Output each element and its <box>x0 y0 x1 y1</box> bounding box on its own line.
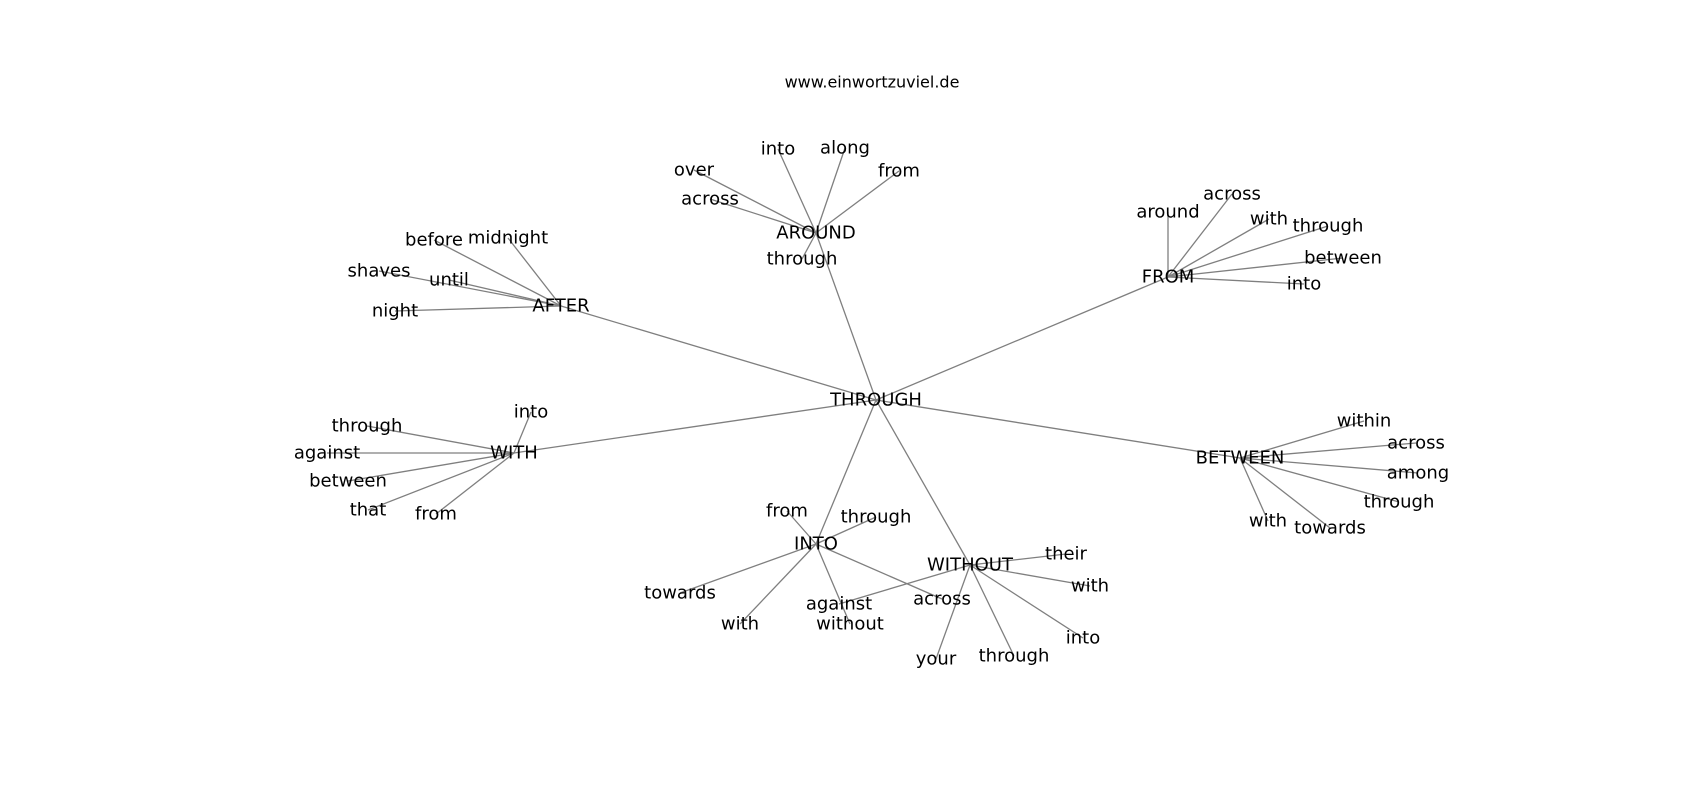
hub-node-with: WITH <box>490 443 538 464</box>
leaf-node-with-into: into <box>514 402 548 423</box>
leaf-node-between-across: across <box>1387 433 1445 454</box>
edge-from-through <box>1167 225 1329 278</box>
leaf-node-with-that: that <box>350 500 387 521</box>
edge-into-towards <box>679 543 817 594</box>
edge-after-before <box>433 239 562 307</box>
edge-into-without <box>815 543 851 625</box>
edge-between-with <box>1239 457 1269 522</box>
leaf-node-from-through: through <box>1293 216 1364 237</box>
leaf-node-between-towards: towards <box>1294 518 1366 539</box>
hub-node-between: BETWEEN <box>1196 448 1285 469</box>
leaf-node-from-with: with <box>1250 209 1288 230</box>
leaf-node-around-along: along <box>820 138 870 159</box>
edge-around-along <box>815 147 846 234</box>
edge-into-across <box>815 543 943 600</box>
edge-from-into <box>1167 276 1305 285</box>
leaf-node-with-against: against <box>294 443 360 464</box>
edge-around-from <box>815 170 900 234</box>
node-label-layer: THROUGH AROUND over into along from across thro… <box>294 138 1449 670</box>
leaf-node-around-from: from <box>878 161 920 182</box>
leaf-node-with-through: through <box>332 416 403 437</box>
edge-between-among <box>1239 457 1419 474</box>
leaf-node-after-midnight: midnight <box>468 228 548 249</box>
leaf-node-between-among: among <box>1387 463 1449 484</box>
edge-with-that <box>367 452 515 511</box>
leaf-node-without-your: your <box>916 649 957 670</box>
hub-node-without: WITHOUT <box>927 555 1014 576</box>
edge-after-until <box>448 279 562 307</box>
edge-around-over <box>693 169 817 234</box>
edge-center-after <box>560 305 877 401</box>
leaf-node-with-from: from <box>415 504 457 525</box>
edge-after-shaves <box>378 270 562 307</box>
edge-without-your <box>935 564 971 660</box>
edge-between-towards <box>1239 457 1331 529</box>
edge-around-through <box>801 232 817 260</box>
leaf-node-from-across: across <box>1203 184 1261 205</box>
edge-center-without <box>875 399 971 566</box>
leaf-node-after-before: before <box>405 230 463 251</box>
site-url-title: www.einwortzuviel.de <box>785 73 960 92</box>
leaf-node-into-without: without <box>816 614 884 635</box>
edge-center-around <box>815 232 877 401</box>
edge-from-across <box>1167 193 1233 278</box>
edge-without-against <box>838 564 971 605</box>
hub-node-around: AROUND <box>776 223 856 244</box>
leaf-node-from-between: between <box>1304 248 1382 269</box>
leaf-node-around-into: into <box>761 139 795 160</box>
leaf-node-between-within: within <box>1337 411 1392 432</box>
edge-after-midnight <box>507 237 562 307</box>
leaf-node-with-between: between <box>309 471 387 492</box>
edge-around-across <box>709 198 817 234</box>
edge-center-with <box>513 399 877 454</box>
leaf-node-after-shaves: shaves <box>348 261 411 282</box>
edge-with-between <box>347 452 515 482</box>
leaf-node-between-with: with <box>1249 511 1287 532</box>
edge-from-with <box>1167 218 1270 278</box>
edge-into-through <box>815 516 877 545</box>
edge-between-across <box>1239 442 1417 459</box>
edge-into-with <box>739 543 817 625</box>
leaf-node-around-through: through <box>767 249 838 270</box>
edge-around-into <box>777 148 817 234</box>
leaf-node-into-with: with <box>721 614 759 635</box>
leaf-node-from-around: around <box>1136 202 1199 223</box>
leaf-node-without-with: with <box>1071 576 1109 597</box>
edge-with-through <box>366 425 515 454</box>
leaf-node-around-across: across <box>681 189 739 210</box>
edge-after-night <box>394 305 562 312</box>
hub-node-after: AFTER <box>532 296 589 317</box>
leaf-node-without-through: through <box>979 646 1050 667</box>
leaf-node-without-their: their <box>1045 544 1088 565</box>
leaf-node-after-until: until <box>429 270 469 291</box>
leaf-node-into-towards: towards <box>644 583 716 604</box>
edge-without-through <box>969 564 1015 657</box>
edge-with-from <box>435 452 515 515</box>
leaf-node-after-night: night <box>372 301 418 322</box>
leaf-node-without-into: into <box>1066 628 1100 649</box>
leaf-node-around-over: over <box>674 160 715 181</box>
edge-without-into <box>969 564 1084 639</box>
edge-center-into <box>815 399 877 545</box>
hub-node-into: INTO <box>794 534 838 555</box>
edge-without-their <box>969 553 1067 566</box>
edge-from-between <box>1167 257 1344 278</box>
edge-layer <box>327 147 1419 660</box>
hub-node-from: FROM <box>1142 267 1195 288</box>
leaf-node-from-into: into <box>1287 274 1321 295</box>
edge-with-into <box>513 411 532 454</box>
edge-between-within <box>1239 420 1365 459</box>
center-node-label: THROUGH <box>829 390 922 411</box>
leaf-node-into-from: from <box>766 501 808 522</box>
edge-into-from <box>786 510 817 545</box>
edge-center-from <box>875 276 1169 401</box>
edge-center-between <box>875 399 1241 459</box>
leaf-node-between-through: through <box>1364 492 1435 513</box>
edge-between-through <box>1239 457 1400 503</box>
leaf-node-into-through: through <box>841 507 912 528</box>
leaf-node-into-across: across <box>913 589 971 610</box>
edge-without-with <box>969 564 1091 587</box>
leaf-node-without-against: against <box>806 594 872 615</box>
